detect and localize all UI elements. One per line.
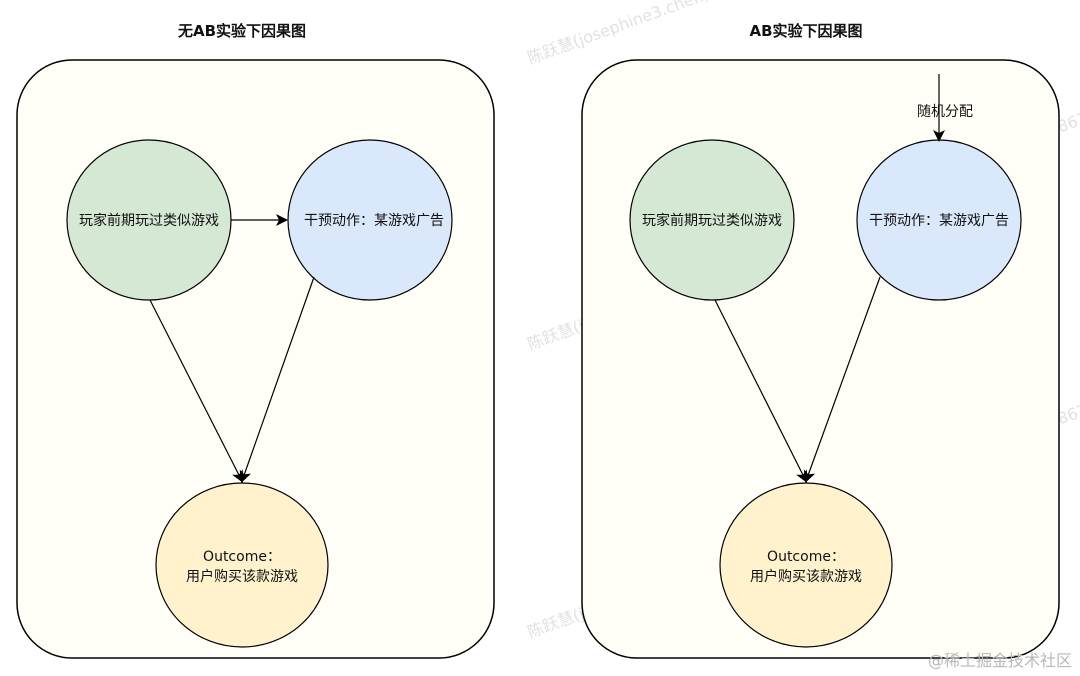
right-edge-intervention-to-outcome <box>803 276 881 483</box>
right-node-prior <box>629 139 795 301</box>
random-assignment-label: 随机分配 <box>917 104 973 120</box>
left-node-outcome-label-2: 用户购买该款游戏 <box>186 568 298 585</box>
left-edge-intervention-to-outcome <box>239 276 315 483</box>
footer-watermark: @稀土掘金技术社区 <box>928 651 1072 670</box>
right-node-outcome-label-1: Outcome： <box>767 549 845 565</box>
left-node-prior-label: 玩家前期玩过类似游戏 <box>79 212 219 229</box>
right-node-prior-label: 玩家前期玩过类似游戏 <box>642 212 782 229</box>
watermark-text: 陈跃慧(josephine3.chen) 8633 <box>525 0 755 68</box>
right-edge-prior-to-outcome <box>714 299 807 483</box>
right-node-intervention-label: 干预动作：某游戏广告 <box>869 213 1009 229</box>
left-node-intervention <box>287 139 453 301</box>
right-node-outcome-label-2: 用户购买该款游戏 <box>750 568 862 585</box>
right-node-outcome <box>719 482 893 648</box>
left-panel: 无AB实验下因果图 玩家前期玩过类似游戏 干预动作：某游戏广告 Outcome：… <box>16 22 495 659</box>
left-node-outcome-label-1: Outcome： <box>203 549 281 565</box>
right-panel: AB实验下因果图 玩家前期玩过类似游戏 干预动作：某游戏广告 Outcome： … <box>581 22 1060 659</box>
left-panel-title: 无AB实验下因果图 <box>177 22 306 40</box>
left-node-outcome <box>155 482 329 648</box>
left-edge-prior-to-outcome <box>149 299 243 483</box>
left-node-intervention-label: 干预动作：某游戏广告 <box>304 213 444 229</box>
right-panel-title: AB实验下因果图 <box>749 22 862 40</box>
